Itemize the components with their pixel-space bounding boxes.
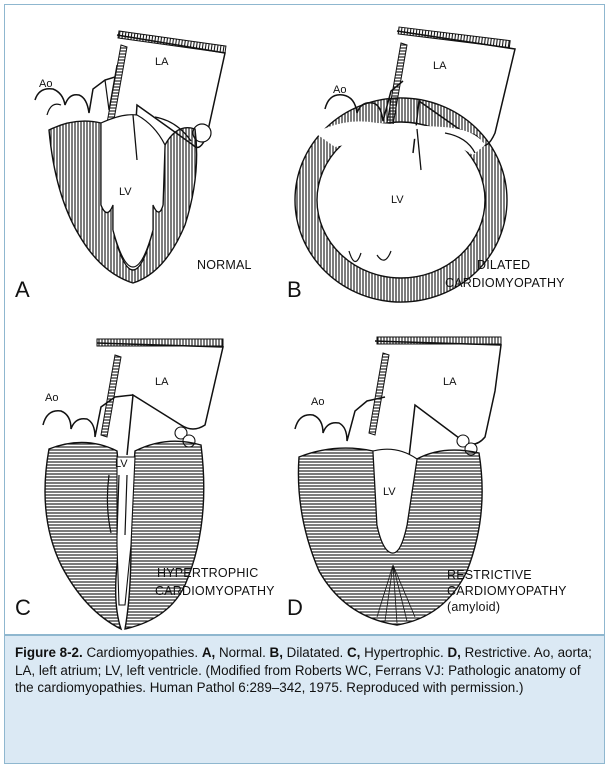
caption-hypertrophic: HYPERTROPHIC (157, 566, 259, 580)
atrial-roof-a (118, 31, 226, 53)
label-la-b: LA (433, 60, 447, 72)
label-la-c: LA (155, 376, 169, 388)
label-ao-b: Ao (333, 84, 346, 96)
caption-restrictive: RESTRICTIVE (447, 568, 532, 582)
caption-key-a: A, (202, 645, 215, 660)
label-lv-d: LV (383, 486, 396, 498)
label-la-d: LA (443, 376, 457, 388)
label-ao-c: Ao (45, 392, 58, 404)
panel-letter-c: C (15, 595, 31, 620)
panel-letter-d: D (287, 595, 303, 620)
lv-septum-c (45, 442, 121, 629)
caption-key-c: C, (347, 645, 360, 660)
caption-restrictive-3: (amyloid) (447, 600, 500, 614)
label-lv-a: LV (119, 186, 132, 198)
aortic-wall-a (47, 65, 117, 115)
label-lv-c: LV (115, 458, 128, 470)
label-la-a: LA (155, 56, 169, 68)
septum-strip-d (369, 353, 389, 435)
caption-dilated: DILATED (477, 258, 530, 272)
panel-letter-a: A (15, 277, 30, 302)
label-lv-b: LV (391, 194, 404, 206)
caption-normal: NORMAL (197, 258, 252, 272)
atrial-roof-b (398, 27, 510, 48)
caption-key-d: D, (447, 645, 460, 660)
label-ao-a: Ao (39, 78, 52, 90)
caption-text-a: Normal. (215, 645, 269, 660)
atrial-roof-c (97, 339, 223, 346)
papillary-b (349, 251, 391, 262)
lv-freewall-c (125, 441, 204, 629)
figure-number: Figure 8-2. (15, 645, 83, 660)
panel-letter-b: B (287, 277, 302, 302)
caption-intro: Cardiomyopathies. (83, 645, 202, 660)
septum-strip-a (107, 45, 127, 125)
atrial-roof-d (377, 337, 501, 344)
caption-dilated-2: CARDIOMYOPATHY (445, 276, 565, 290)
label-ao-d: Ao (311, 396, 324, 408)
caption-key-b: B, (270, 645, 283, 660)
caption-restrictive-2: CARDIOMYOPATHY (447, 584, 567, 598)
cardiomyopathy-figure: A B C D NORMAL DILATED CARDIOMYOPATHY HY… (5, 5, 604, 633)
panel-a (35, 31, 226, 283)
caption-text-b: Dilatated. (283, 645, 347, 660)
left-atrium-d (375, 341, 501, 457)
figure-caption: Figure 8-2. Cardiomyopathies. A, Normal.… (5, 634, 604, 763)
caption-hypertrophic-2: CARDIOMYOPATHY (155, 584, 275, 598)
caption-text-c: Hypertrophic. (360, 645, 447, 660)
